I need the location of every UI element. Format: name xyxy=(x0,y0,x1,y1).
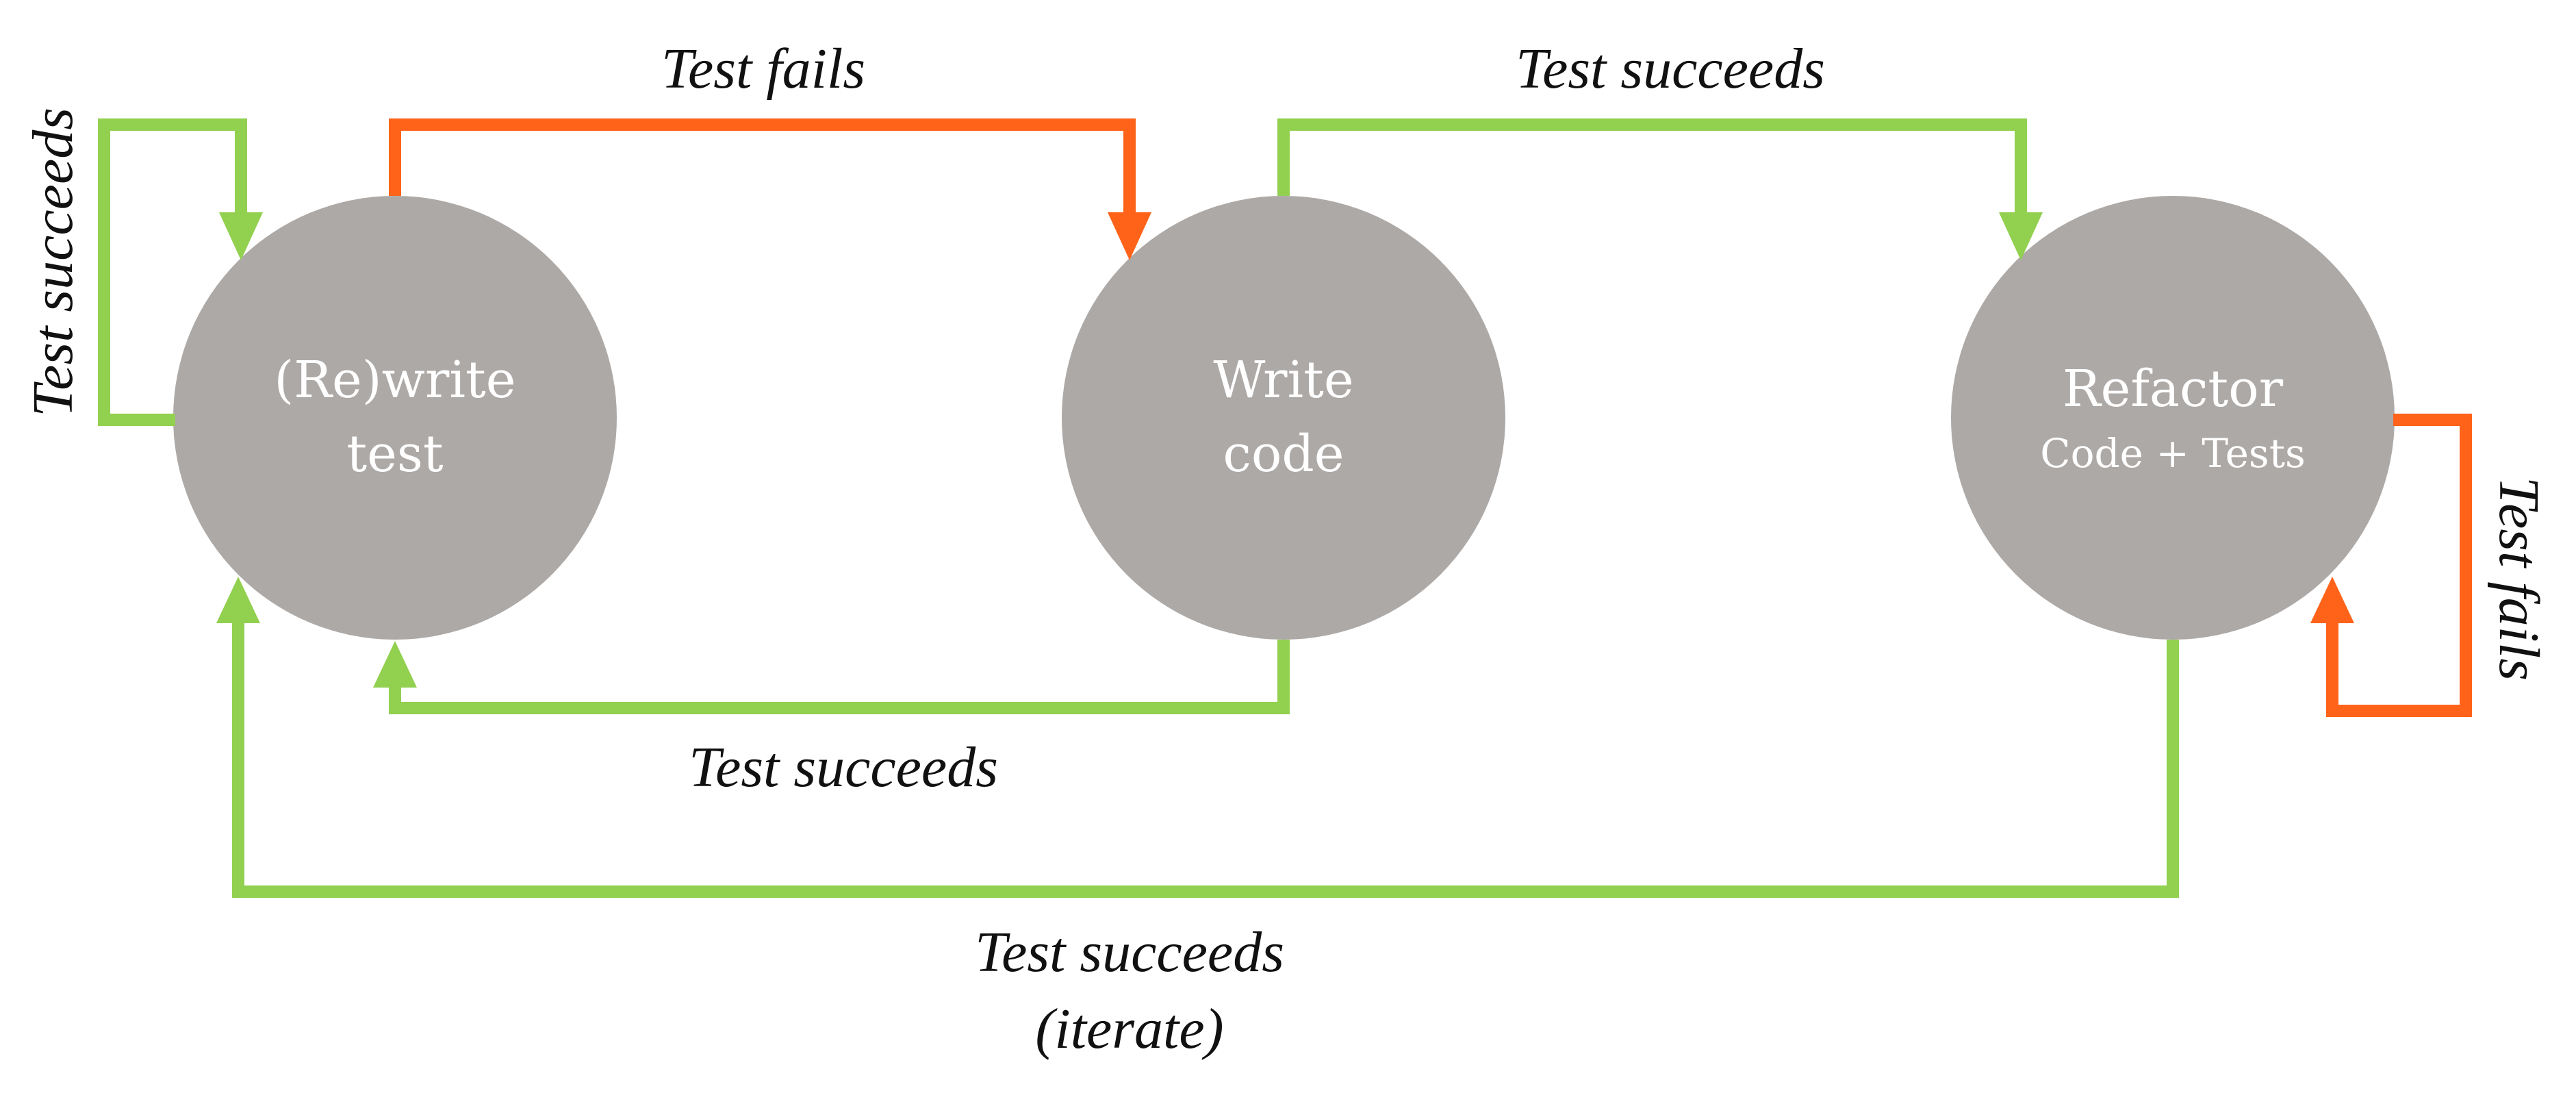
node-refactor-circle xyxy=(1951,196,2395,640)
edge-refactor-to-rewrite-label-line1: Test succeeds xyxy=(975,920,1284,984)
edge-refactor-self-loop-arrowhead xyxy=(2310,577,2354,623)
node-rewrite-test-line2: test xyxy=(346,425,444,483)
node-write-code-line1: Write xyxy=(1213,351,1353,410)
edge-refactor-self-loop: Test fails xyxy=(2310,414,2551,717)
node-write-code-circle xyxy=(1062,196,1505,640)
edge-rewrite-self-loop-arrowhead xyxy=(219,212,263,260)
edge-write-code-to-rewrite-arrowhead xyxy=(373,641,417,688)
node-write-code-line2: code xyxy=(1223,425,1344,483)
edge-write-code-to-rewrite-label: Test succeeds xyxy=(689,736,998,799)
edge-rewrite-self-loop: Test succeeds xyxy=(21,108,263,426)
node-rewrite-test-circle xyxy=(173,196,617,640)
node-rewrite-test-line1: (Re)write xyxy=(274,351,515,410)
edge-refactor-to-rewrite-line xyxy=(232,620,2179,898)
edge-rewrite-self-loop-line xyxy=(98,118,247,426)
edge-write-code-to-refactor-arrowhead xyxy=(1999,212,2043,260)
node-write-code: Write code xyxy=(1062,196,1505,640)
edge-refactor-to-rewrite: Test succeeds (iterate) xyxy=(216,577,2179,1061)
edge-refactor-to-rewrite-label-line2: (iterate) xyxy=(1035,997,1223,1061)
node-refactor-line1: Refactor xyxy=(2063,360,2284,418)
edge-refactor-self-loop-label: Test fails xyxy=(2487,477,2551,681)
edge-rewrite-to-write-code: Test fails xyxy=(389,37,1151,260)
node-rewrite-test: (Re)write test xyxy=(173,196,617,640)
edge-write-code-to-refactor-label: Test succeeds xyxy=(1516,37,1825,101)
edge-rewrite-self-loop-label: Test succeeds xyxy=(21,108,85,417)
edge-refactor-self-loop-line xyxy=(2326,414,2472,717)
node-refactor: Refactor Code + Tests xyxy=(1951,196,2395,640)
edge-refactor-to-rewrite-arrowhead xyxy=(216,577,260,623)
edge-write-code-to-refactor-line xyxy=(1277,118,2027,216)
node-refactor-line2: Code + Tests xyxy=(2040,430,2306,477)
edge-write-code-to-rewrite: Test succeeds xyxy=(373,640,1290,799)
edge-write-code-to-refactor: Test succeeds xyxy=(1277,37,2043,260)
edge-rewrite-to-write-code-label: Test fails xyxy=(661,37,865,101)
edge-rewrite-to-write-code-line xyxy=(389,118,1136,216)
edge-rewrite-to-write-code-arrowhead xyxy=(1108,212,1151,260)
edge-write-code-to-rewrite-line xyxy=(389,640,1290,714)
